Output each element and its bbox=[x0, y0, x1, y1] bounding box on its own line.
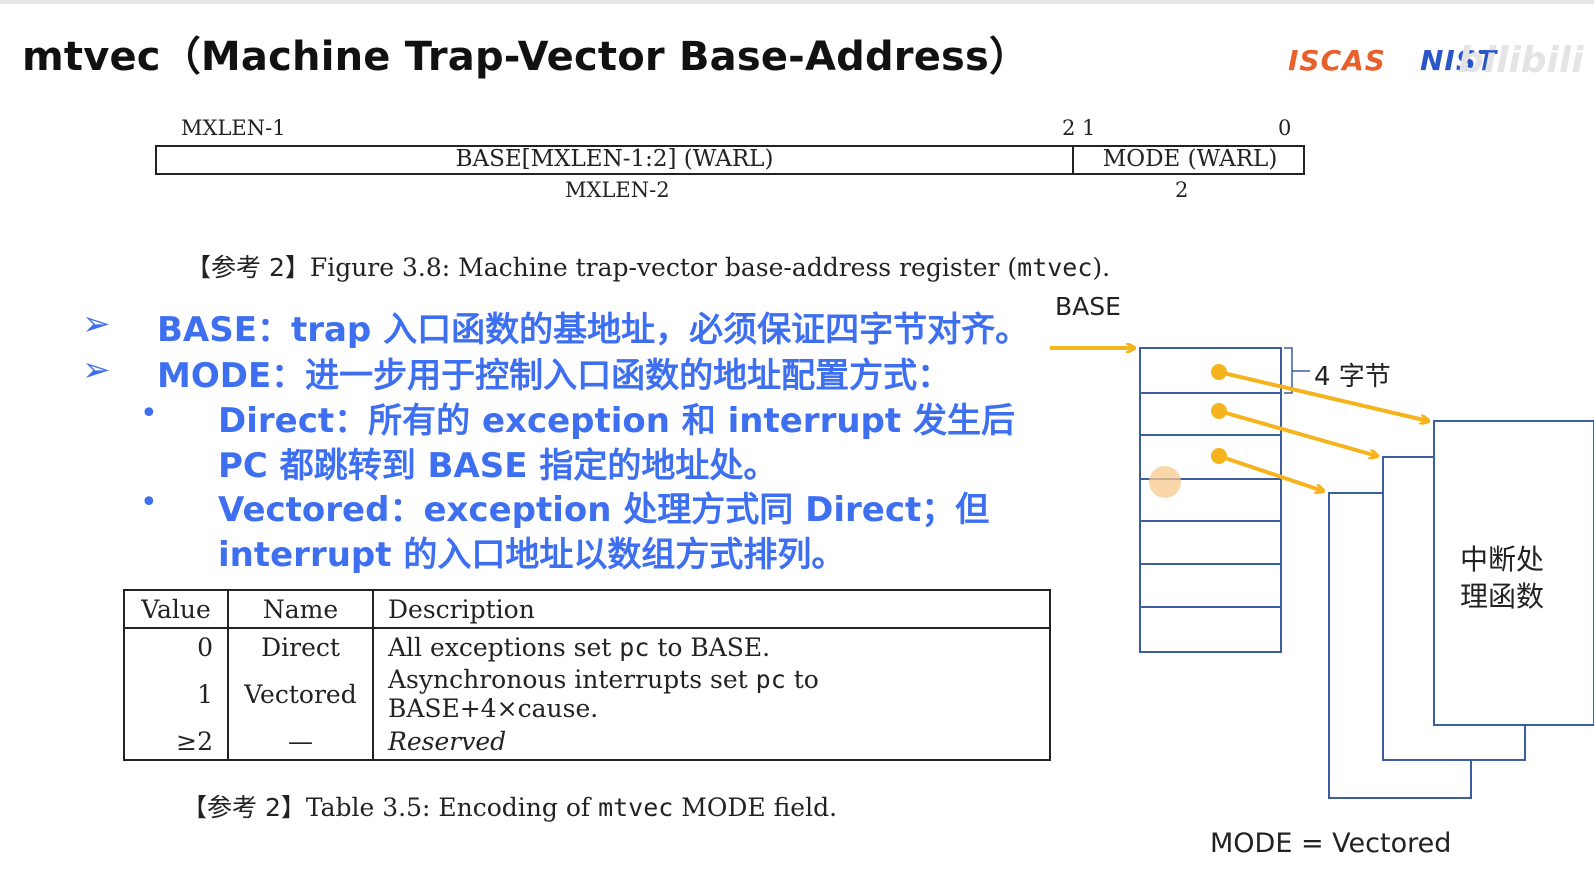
table-cell-description: All exceptions set pc to BASE. bbox=[372, 628, 1051, 665]
bit-high-label: MXLEN-1 bbox=[181, 116, 286, 140]
four-bytes-label: 4 字节 bbox=[1314, 362, 1391, 392]
sub-bullet-vectored-line1: Vectored：exception 处理方式同 Direct；但 bbox=[218, 490, 990, 530]
bullet-mode: MODE：进一步用于控制入口函数的地址配置方式： bbox=[157, 356, 952, 396]
figure-caption-text: Figure 3.8: Machine trap-vector base-add… bbox=[309, 253, 1018, 282]
table-caption-tail: MODE field. bbox=[673, 793, 838, 822]
bullet-base: BASE：trap 入口函数的基地址，必须保证四字节对齐。 bbox=[157, 310, 1030, 350]
figure-caption-code: mtvec bbox=[1017, 253, 1093, 282]
entry-arrow-0 bbox=[1218, 370, 1428, 421]
entry-arrow-1 bbox=[1218, 409, 1377, 456]
mode-encoding-table: Value Name Description 0 Direct All exce… bbox=[123, 589, 1051, 761]
base-width-label: MXLEN-2 bbox=[565, 178, 670, 202]
bytes-bracket bbox=[1284, 347, 1310, 394]
table-caption-text: Table 3.5: Encoding of bbox=[305, 793, 599, 822]
figure-caption-ref: 【参考 2】 bbox=[186, 253, 310, 282]
slide-title: mtvec（Machine Trap-Vector Base-Address） bbox=[22, 34, 1030, 80]
table-cell-name: Vectored bbox=[227, 665, 374, 723]
handler-label-line1: 中断处 bbox=[1460, 543, 1545, 576]
table-cell-value: ≥2 bbox=[123, 723, 229, 761]
table-cell-name: Direct bbox=[227, 628, 374, 665]
dot-bullet-icon: • bbox=[140, 485, 158, 520]
bit-low-label: 0 bbox=[1278, 116, 1292, 140]
mode-field: MODE (WARL) bbox=[1102, 146, 1278, 172]
base-field: BASE[MXLEN-1:2] (WARL) bbox=[455, 146, 774, 172]
handler-page-1 bbox=[1433, 420, 1594, 726]
table-cell-description: Asynchronous interrupts set pc to BASE+4… bbox=[372, 665, 1051, 723]
table-row: ≥2 — Reserved bbox=[123, 723, 1051, 761]
sub-bullet-vectored-line2: interrupt 的入口地址以数组方式排列。 bbox=[218, 535, 846, 575]
sub-bullet-direct-line1: Direct：所有的 exception 和 interrupt 发生后 bbox=[218, 401, 1015, 441]
register-divider bbox=[1072, 145, 1074, 175]
table-cell-value: 0 bbox=[123, 628, 229, 665]
table-cell-name: — bbox=[227, 723, 374, 761]
register-box bbox=[155, 145, 1305, 175]
figure-caption: 【参考 2】Figure 3.8: Machine trap-vector ba… bbox=[186, 248, 1110, 284]
vector-table bbox=[1139, 347, 1282, 653]
nist-logo: NIST bbox=[1420, 44, 1498, 77]
arrow-bullet-icon: ➢ bbox=[82, 304, 111, 344]
mode-width-label: 2 bbox=[1175, 178, 1189, 202]
entry-arrow-2 bbox=[1218, 454, 1323, 491]
table-caption-code: mtvec bbox=[598, 793, 674, 822]
table-header-name: Name bbox=[227, 589, 374, 629]
table-row: 1 Vectored Asynchronous interrupts set p… bbox=[123, 665, 1051, 723]
table-header-row: Value Name Description bbox=[123, 589, 1051, 629]
bilibili-watermark: bilibili bbox=[1458, 40, 1584, 81]
table-cell-value: 1 bbox=[123, 665, 229, 723]
table-cell-description: Reserved bbox=[372, 723, 1051, 761]
sub-bullet-direct-line2: PC 都跳转到 BASE 指定的地址处。 bbox=[218, 446, 778, 486]
iscas-logo: ISCAS bbox=[1288, 44, 1386, 77]
table-caption-ref: 【参考 2】 bbox=[182, 793, 306, 822]
figure-caption-tail: ). bbox=[1092, 253, 1111, 282]
bit-mid-label: 2 1 bbox=[1062, 116, 1096, 140]
table-header-value: Value bbox=[123, 589, 229, 629]
arrow-bullet-icon: ➢ bbox=[82, 350, 111, 390]
table-header-description: Description bbox=[372, 589, 1051, 629]
mode-vectored-label: MODE = Vectored bbox=[1210, 828, 1452, 859]
handler-label-line2: 理函数 bbox=[1460, 580, 1545, 613]
dot-bullet-icon: • bbox=[140, 396, 158, 431]
base-label: BASE bbox=[1055, 292, 1121, 321]
top-border bbox=[0, 0, 1594, 4]
table-row: 0 Direct All exceptions set pc to BASE. bbox=[123, 628, 1051, 665]
table-caption: 【参考 2】Table 3.5: Encoding of mtvec MODE … bbox=[182, 788, 837, 824]
cursor-highlight bbox=[1149, 466, 1181, 498]
